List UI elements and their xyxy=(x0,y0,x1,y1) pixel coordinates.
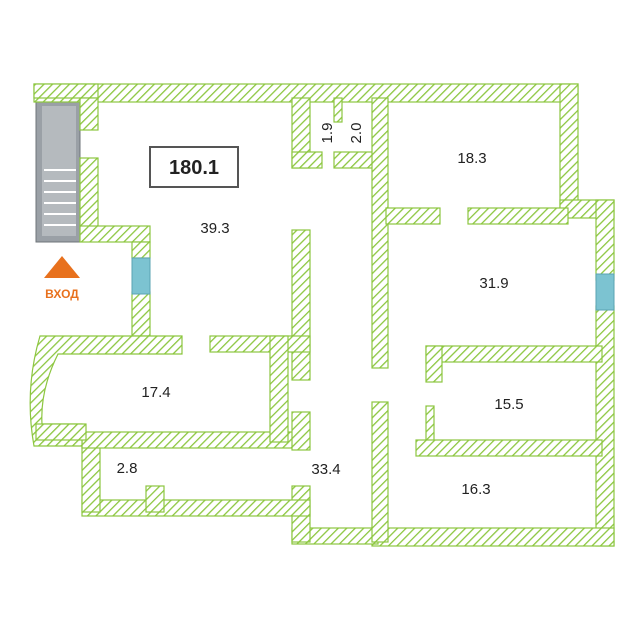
total-area-box: 180.1 xyxy=(149,146,239,188)
entrance-marker: ВХОД xyxy=(44,256,80,301)
room-label-18-3: 18.3 xyxy=(457,150,486,167)
entrance-label: ВХОД xyxy=(45,287,79,301)
room-label-33-4: 33.4 xyxy=(311,461,340,478)
room-label-17-4: 17.4 xyxy=(141,384,170,401)
room-label-31-9: 31.9 xyxy=(479,275,508,292)
room-label-16-3: 16.3 xyxy=(461,481,490,498)
window-left xyxy=(131,257,151,295)
outer-walls xyxy=(29,83,615,547)
interior-walls xyxy=(145,97,603,543)
room-label-15-5: 15.5 xyxy=(494,396,523,413)
entrance-arrow-icon xyxy=(44,256,80,278)
room-label-2-8: 2.8 xyxy=(117,460,138,477)
total-area-label: 180.1 xyxy=(169,157,219,179)
window-right xyxy=(595,273,615,311)
room-label-39-3: 39.3 xyxy=(200,220,229,237)
room-label-1-9: 1.9 xyxy=(319,123,336,144)
room-label-2-0: 2.0 xyxy=(348,123,365,144)
room-labels: 39.3 1.9 2.0 18.3 31.9 17.4 15.5 2.8 33.… xyxy=(117,123,524,498)
stairs xyxy=(35,99,81,243)
